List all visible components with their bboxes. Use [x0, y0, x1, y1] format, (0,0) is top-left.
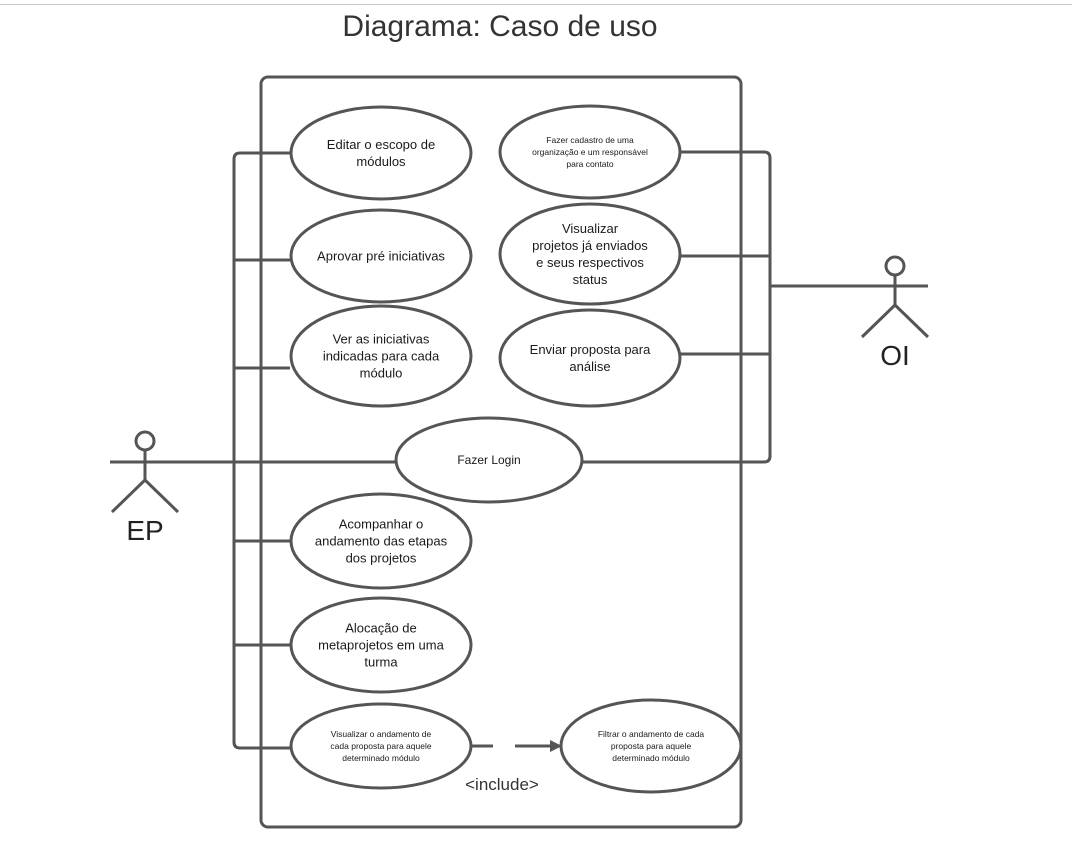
use-case-label-line: Ver as iniciativas: [333, 332, 430, 347]
use-case-label-line: organização e um responsável: [532, 147, 648, 157]
ep-connectors: [180, 151, 397, 750]
use-case-ellipse: [289, 304, 473, 408]
use-case-label: Acompanhar o andamento das etapas dos proj…: [315, 517, 448, 566]
use-case-label-line: status: [573, 272, 608, 287]
use-case-ellipse: [289, 105, 473, 201]
use-case-ellipse: [289, 596, 473, 694]
actor-oi-right-leg: [893, 303, 930, 339]
use-case-label-line: Visualizar o andamento de: [331, 729, 432, 739]
actor-ep: [110, 430, 182, 514]
use-case-label-line: Fazer cadastro de uma: [546, 135, 634, 145]
use-case-ellipse: [394, 416, 584, 504]
use-case-label-line: Alocação de: [345, 621, 417, 636]
use-case-label-line: determinado módulo: [612, 753, 690, 763]
use-case-label-line: para contato: [566, 159, 614, 169]
use-case-label-line: módulos: [356, 154, 406, 169]
use-case-label-line: Visualizar: [562, 221, 619, 236]
use-case-label-line: indicadas para cada: [323, 349, 440, 364]
use-case-label: Aprovar pré iniciativas: [317, 249, 445, 264]
use-case-ellipse: [289, 208, 473, 304]
use-case-label-line: Fazer Login: [457, 453, 520, 467]
use-case-visualizar-andamento: Visualizar o andamento de cada proposta p…: [289, 702, 473, 790]
actor-oi: [858, 255, 930, 339]
use-case-label: Alocação de metaprojetos em uma turma: [318, 621, 444, 670]
use-case-label-line: Acompanhar o: [339, 517, 424, 532]
actor-oi-head: [884, 255, 906, 277]
include-label: <include>: [465, 775, 539, 794]
actor-ep-head: [134, 430, 156, 452]
use-case-editar-escopo: Editar o escopo de módulos: [289, 105, 473, 201]
actor-ep-label: EP: [126, 515, 163, 546]
use-case-fazer-cadastro: Fazer cadastro de uma organização e um re…: [498, 104, 682, 200]
use-case-label: Fazer cadastro de uma organização e um re…: [532, 135, 648, 169]
use-case-label: Visualizar o andamento de cada proposta p…: [330, 729, 431, 763]
use-case-aprovar-pre: Aprovar pré iniciativas: [289, 208, 473, 304]
use-case-ellipse: [498, 202, 682, 306]
system-boundary: [259, 75, 743, 829]
use-case-label-line: determinado módulo: [342, 753, 420, 763]
actor-ep-right-leg: [143, 478, 180, 514]
use-case-fazer-login: Fazer Login: [394, 416, 584, 504]
use-case-label-line: proposta para aquele: [611, 741, 692, 751]
use-case-label: Visualizar projetos já enviados e seus res…: [532, 221, 648, 287]
use-case-filtrar-andamento: Filtrar o andamento de cada proposta para…: [559, 698, 743, 794]
use-case-ellipse: [559, 698, 743, 794]
use-case-ver-iniciativas: Ver as iniciativas indicadas para cada mód…: [289, 304, 473, 408]
use-case-label: Ver as iniciativas indicadas para cada mód…: [323, 332, 440, 381]
actor-ep-left-leg: [110, 478, 147, 514]
use-case-label-line: Filtrar o andamento de cada: [598, 729, 705, 739]
use-case-ellipse: [498, 308, 682, 408]
use-case-label-line: módulo: [360, 366, 403, 381]
oi-connectors: [582, 150, 860, 464]
use-case-alocacao: Alocação de metaprojetos em uma turma: [289, 596, 473, 694]
use-case-label-line: e seus respectivos: [536, 255, 644, 270]
use-case-ellipse: [289, 492, 473, 590]
use-case-label-line: projetos já enviados: [532, 238, 648, 253]
use-case-label-line: andamento das etapas: [315, 534, 448, 549]
actor-oi-left-leg: [860, 303, 897, 339]
use-case-label-line: turma: [364, 655, 398, 670]
use-case-acompanhar: Acompanhar o andamento das etapas dos proj…: [289, 492, 473, 590]
use-case-label: Enviar proposta para análise: [530, 342, 651, 374]
use-case-label-line: Aprovar pré iniciativas: [317, 249, 445, 264]
ep-connector-trunk: [232, 151, 290, 750]
actor-oi-label: OI: [880, 340, 910, 371]
use-case-label-line: análise: [569, 359, 610, 374]
use-case-label-line: Enviar proposta para: [530, 342, 651, 357]
use-case-label: Fazer Login: [457, 453, 520, 467]
diagram-title: Diagrama: Caso de uso: [342, 10, 658, 43]
use-case-label: Filtrar o andamento de cada proposta para…: [598, 729, 705, 763]
use-case-label: Editar o escopo de módulos: [327, 137, 435, 169]
use-case-label-line: metaprojetos em uma: [318, 638, 444, 653]
top-divider: [0, 4, 1072, 5]
use-case-ellipse: [289, 702, 473, 790]
use-case-label-line: Editar o escopo de: [327, 137, 435, 152]
use-case-visualizar-projetos: Visualizar projetos já enviados e seus res…: [498, 202, 682, 306]
use-case-label-line: dos projetos: [346, 551, 417, 566]
use-case-ellipse: [498, 104, 682, 200]
use-case-label-line: cada proposta para aquele: [330, 741, 431, 751]
use-case-enviar-proposta: Enviar proposta para análise: [498, 308, 682, 408]
oi-connector-trunk: [582, 150, 772, 464]
